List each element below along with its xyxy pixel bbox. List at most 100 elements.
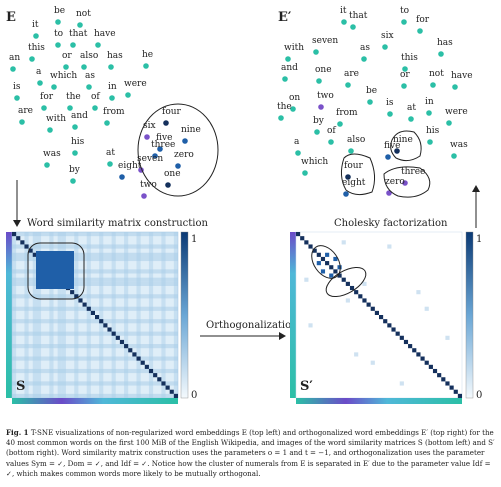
word-label-in: in xyxy=(108,82,117,92)
matrix-s-diagonal-cell xyxy=(12,232,17,237)
matrix-s-prime-offdiag-cell xyxy=(416,290,421,295)
matrix-s-diagonal-cell xyxy=(90,310,95,315)
word-dot-also xyxy=(348,148,354,154)
word-label-by: by xyxy=(69,165,81,175)
matrix-s-row-band xyxy=(12,344,178,349)
word-label-were: were xyxy=(124,79,147,89)
word-label-not: not xyxy=(76,9,91,19)
word-label-has: has xyxy=(437,38,453,48)
matrix-s-prime-diagonal-cell xyxy=(387,323,392,328)
matrix-s-diagonal-cell xyxy=(136,356,141,361)
word-label-have: have xyxy=(94,29,116,39)
word-label-be: be xyxy=(54,6,65,16)
word-dot-of xyxy=(328,139,334,145)
word-dot-and xyxy=(282,76,288,82)
word-dot-one xyxy=(165,182,171,188)
word-dot-zero xyxy=(175,163,181,169)
panel-e-prime-label: E′ xyxy=(278,10,292,25)
word-label-that: that xyxy=(349,11,368,21)
matrix-s-row-band xyxy=(12,269,178,274)
matrix-s-prime-diagonal-cell xyxy=(457,393,462,398)
word-dot-of xyxy=(92,105,98,111)
numeral-cluster-outline xyxy=(137,103,219,197)
word-label-he: he xyxy=(142,50,153,60)
matrix-s-col-band xyxy=(111,232,116,398)
word-label-for: for xyxy=(416,15,430,25)
word-label-in: in xyxy=(425,97,434,107)
word-dot-which xyxy=(302,170,308,176)
word-label-eight: eight xyxy=(118,161,142,171)
matrix-s-col-band xyxy=(12,232,17,398)
word-label-a: a xyxy=(294,137,300,147)
word-dot-as xyxy=(361,56,367,62)
word-dot-were xyxy=(125,92,131,98)
word-label-also: also xyxy=(347,135,365,145)
matrix-s-prime-diagonal-cell xyxy=(424,360,429,365)
matrix-s-col-band xyxy=(61,232,66,398)
matrix-s-colorbar-min: 0 xyxy=(191,390,197,401)
matrix-s-col-band xyxy=(24,232,29,398)
word-dot-four xyxy=(345,174,351,180)
word-label-four: four xyxy=(344,161,364,171)
matrix-s-diagonal-cell xyxy=(95,315,100,320)
matrix-s-diagonal-cell xyxy=(119,339,125,345)
matrix-s-col-band xyxy=(36,232,42,398)
matrix-s-prime-diagonal-cell xyxy=(374,310,379,315)
word-label-was: was xyxy=(43,149,61,159)
word-dot-the xyxy=(67,105,73,111)
matrix-s-prime-diagonal-cell xyxy=(358,294,363,299)
matrix-s-row-band xyxy=(12,277,178,282)
word-dot-five xyxy=(157,146,163,152)
matrix-s-prime-sidebar xyxy=(290,232,296,398)
word-label-the: the xyxy=(277,102,292,112)
matrix-s-prime-offdiag-cell xyxy=(316,261,321,266)
matrix-s-diagonal-cell xyxy=(24,244,29,249)
word-dot-a xyxy=(37,80,43,86)
matrix-s-diagonal-cell xyxy=(144,364,149,369)
down-arrow-label: Word similarity matrix construction xyxy=(27,218,209,229)
matrix-s-prime-offdiag-cell xyxy=(370,360,375,365)
matrix-s-prime-diagonal-cell xyxy=(329,265,334,270)
matrix-s-prime-offdiag-cell xyxy=(345,298,350,303)
word-dot-eight xyxy=(343,191,349,197)
word-dot-that xyxy=(350,24,356,30)
word-label-zero: zero xyxy=(385,177,405,187)
word-dot-nine xyxy=(182,138,188,144)
matrix-s-row-band xyxy=(12,281,178,286)
word-label-with: with xyxy=(284,43,304,53)
matrix-s-sidebar xyxy=(6,232,12,398)
matrix-s-diagonal-cell xyxy=(16,236,21,241)
word-dot-from xyxy=(104,120,110,126)
word-label-to: to xyxy=(54,29,63,39)
matrix-s-diagonal-cell xyxy=(99,319,104,324)
word-dot-is xyxy=(14,95,20,101)
matrix-s-prime-diagonal-cell xyxy=(316,252,321,257)
word-label-one: one xyxy=(164,169,181,179)
matrix-s-prime-offdiag-cell xyxy=(304,277,309,282)
word-label-nine: nine xyxy=(393,135,413,145)
word-label-two: two xyxy=(317,91,334,101)
matrix-s-diagonal-cell xyxy=(157,377,162,382)
matrix-s-diagonal-cell xyxy=(173,393,178,398)
matrix-s-diagonal-cell xyxy=(128,348,133,353)
word-label-have: have xyxy=(451,71,473,81)
numeral-cluster-outline-1 xyxy=(390,130,422,162)
matrix-s-prime-diagonal-cell xyxy=(449,385,454,390)
word-dot-this xyxy=(402,66,408,72)
word-dot-it xyxy=(33,33,39,39)
word-label-is: is xyxy=(13,82,21,92)
word-label-to: to xyxy=(400,6,409,16)
word-dot-five xyxy=(385,154,391,160)
word-dot-or xyxy=(63,64,69,70)
matrix-s-prime-diagonal-cell xyxy=(354,290,359,295)
word-dot-it xyxy=(341,19,347,25)
matrix-s-prime-offdiag-cell xyxy=(320,269,326,274)
matrix-s-prime-offdiag-cell xyxy=(445,335,450,340)
word-label-or: or xyxy=(62,51,72,61)
matrix-s-col-band xyxy=(161,232,166,398)
word-label-from: from xyxy=(103,107,125,117)
matrix-s-prime-outline-2 xyxy=(325,266,367,298)
word-dot-with xyxy=(285,56,291,62)
word-label-this: this xyxy=(401,53,418,63)
matrix-s-row-band xyxy=(12,356,178,361)
